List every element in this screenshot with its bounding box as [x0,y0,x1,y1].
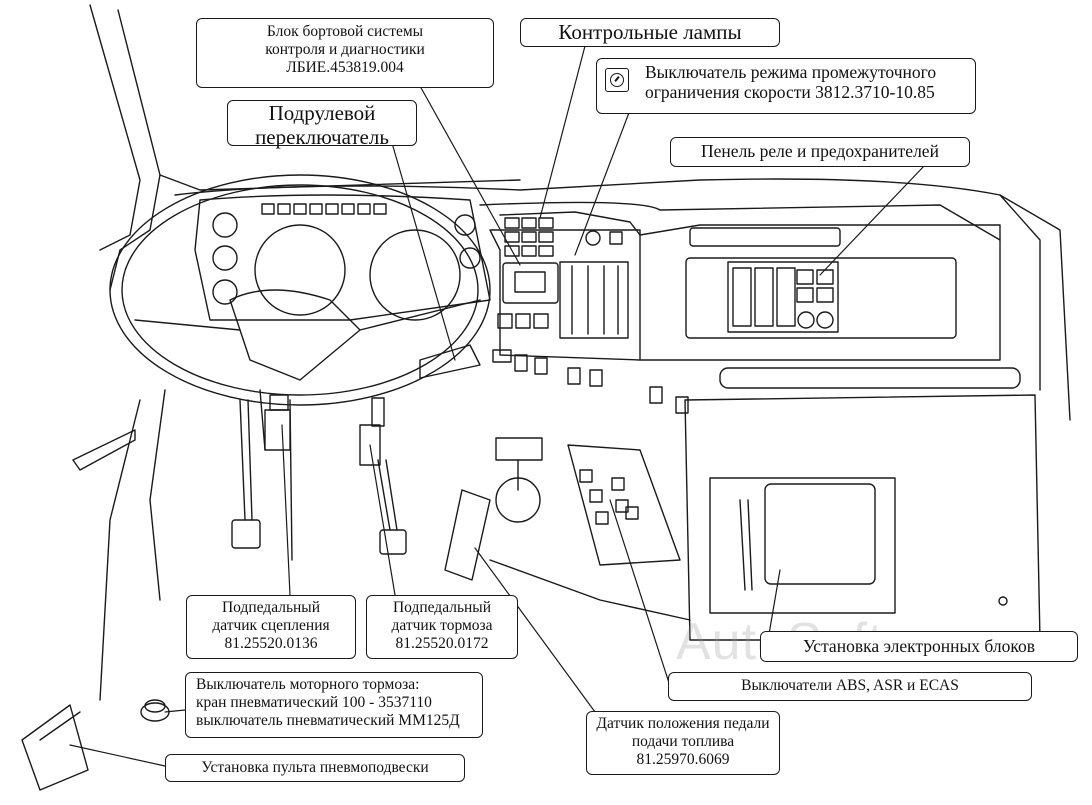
callout-line: подачи топлива [631,732,735,750]
callout-line: Подпедальный [221,599,321,616]
callout-line: 81.25970.6069 [636,750,730,768]
air-suspension-panel [21,704,89,791]
callout-line: Выключатели ABS, ASR и ECAS [741,677,959,694]
callout-air-suspension-panel: Установка пульта пневмоподвески [165,754,465,782]
steering-wheel [109,174,491,406]
callout-steering-switch: Подрулевой переключатель [227,100,417,150]
callout-onboard-diagnostic-unit: Блок бортовой системы контроля и диагнос… [196,18,494,88]
callout-line: контроля и диагностики [265,40,425,58]
callout-clutch-sensor: Подпедальный датчик сцепления 81.25520.0… [186,595,356,659]
callout-line: кран пневматический 100 - 3537110 [196,693,432,711]
callout-throttle-sensor: Датчик положения педали подачи топлива 8… [586,711,780,775]
callout-line: Блок бортовой системы [266,23,424,40]
throttle-pedal [444,489,491,581]
cluster-lamp-row [261,203,387,215]
speedometer-icon [605,68,629,92]
callout-relay-panel: Пенель реле и предохранителей [670,137,970,167]
clutch-pedal [231,519,261,549]
callout-warning-lamps: Контрольные лампы [520,18,780,47]
callout-line: Установка пульта пневмоподвески [201,759,429,776]
callout-electronic-units: Установка электронных блоков [760,631,1078,662]
callout-speed-limit-switch: Выключатель режима промежуточного ограни… [596,58,976,114]
callout-line: выключатель пневматический ММ125Д [196,711,460,729]
brake-pedal [379,529,407,555]
callout-line: датчик тормоза [391,616,493,634]
callout-brake-sensor: Подпедальный датчик тормоза 81.25520.017… [366,595,518,659]
side-handle [72,429,136,471]
warning-lamp-grid [504,217,554,257]
callout-line: ЛБИЕ.453819.004 [286,58,404,76]
callout-line: Выключатель режима промежуточного [645,62,937,82]
callout-line: Датчик положения педали [596,715,770,732]
electronic-units-bay [684,394,1041,641]
callout-line: 81.25520.0172 [395,634,489,652]
electronic-unit [764,483,876,585]
abs-switch-panel [567,444,681,566]
callout-line: ограничения скорости 3812.3710-10.85 [645,82,935,103]
center-console [489,229,641,361]
slider-panel [559,261,629,339]
callout-line: 81.25520.0136 [224,634,318,652]
callout-line: Контрольные лампы [558,20,742,44]
callout-line: Подрулевой [268,101,376,125]
callout-engine-brake-switch: Выключатель моторного тормоза: кран пнев… [185,672,483,738]
callout-line: Установка электронных блоков [803,636,1035,656]
callout-line: переключатель [255,125,389,150]
callout-line: датчик сцепления [212,616,330,634]
gear-lever-knob [495,477,541,523]
callout-line: Выключатель моторного тормоза: [196,676,420,693]
callout-abs-asr-ecas-switches: Выключатели ABS, ASR и ECAS [668,672,1032,701]
callout-line: Пенель реле и предохранителей [701,141,939,161]
diagnostic-unit [502,262,559,304]
leader-lines [69,45,926,767]
dashboard-outline [174,178,1041,391]
steering-column-switch [419,344,481,379]
relay-panel-frame [685,257,957,339]
callout-line: Подпедальный [392,599,492,616]
